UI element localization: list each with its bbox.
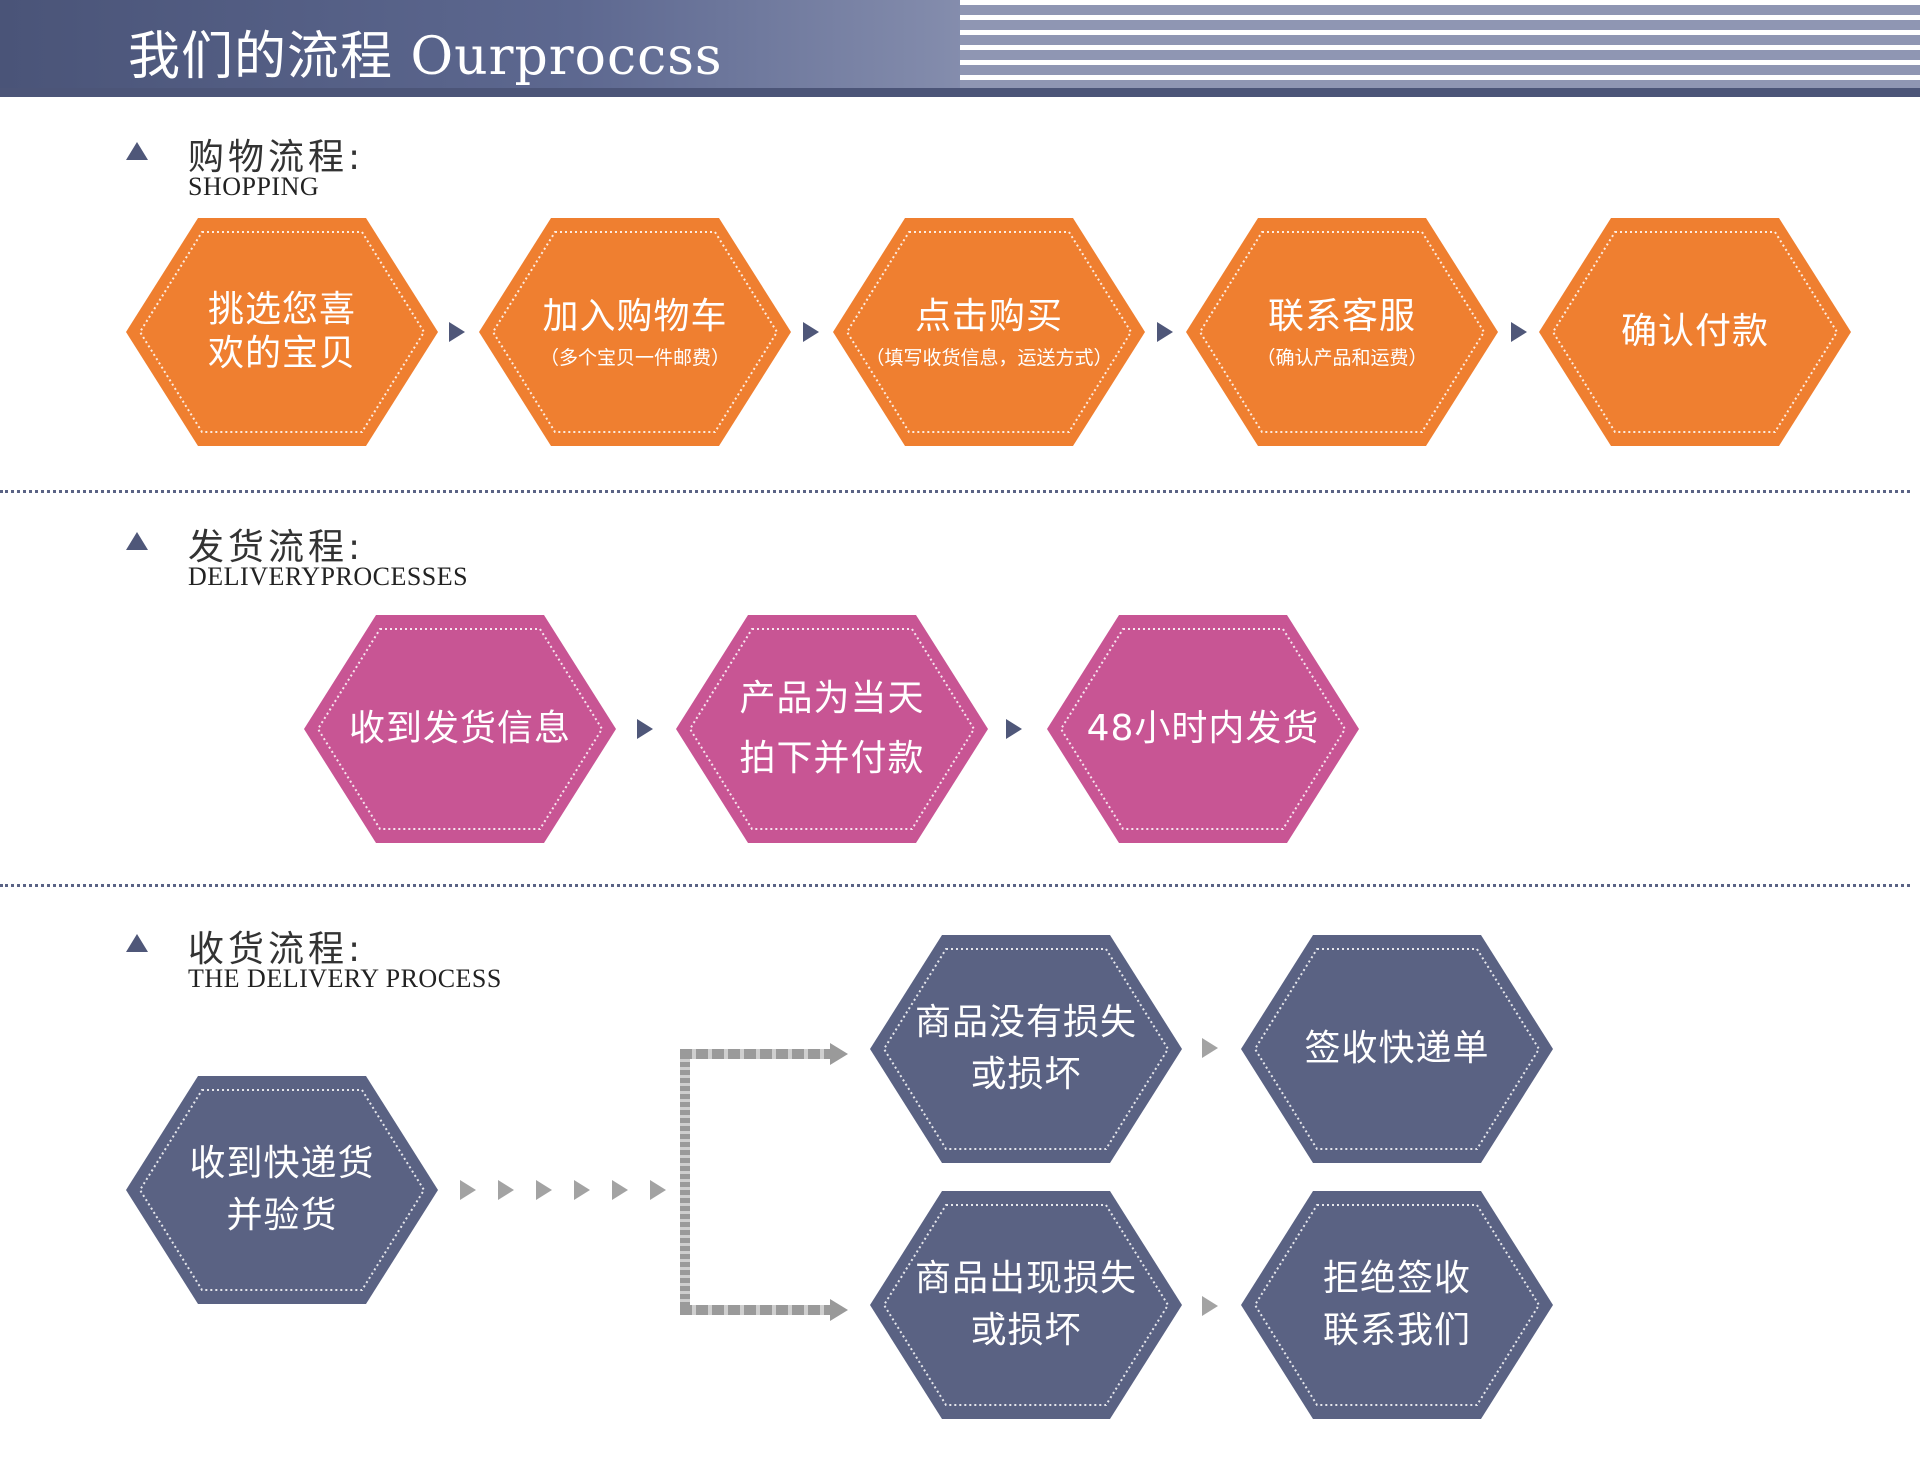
arrow-right-icon [830,1043,848,1065]
receiving-ok-step-2: 签收快递单 [1241,935,1553,1163]
hexagon-step [676,615,988,843]
triangle-bullet-icon [126,934,148,952]
arrow-right-icon [1202,1296,1218,1316]
section-title: 发货流程: [188,527,365,568]
hexagon-step [126,218,438,446]
step-label: 收到快递货 并验货 [189,1143,375,1236]
arrow-right-icon [449,322,465,342]
step-note: （确认产品和运费） [1256,346,1428,369]
step-label: 产品为当天 拍下并付款 [739,678,925,779]
arrow-right-icon [803,322,819,342]
step-label: 联系客服 [1267,295,1416,337]
delivery-step-2: 产品为当天 拍下并付款 [676,615,988,843]
arrow-right-icon [1157,322,1173,342]
step-label: 点击购买 [914,295,1063,337]
arrow-right-icon [498,1180,514,1200]
arrow-right-icon [1511,322,1527,342]
step-label: 商品没有损失 或损坏 [914,1002,1137,1095]
section-title: 收货流程: [188,929,365,970]
delivery-step-3: 48小时内发货 [1047,615,1359,843]
step-note: （多个宝贝一件邮费） [539,346,730,369]
branch-connector [680,1054,690,1310]
hexagon-step [870,935,1182,1163]
arrow-right-icon [1202,1038,1218,1058]
hexagon-step [1186,218,1498,446]
arrow-right-icon [637,719,653,739]
hexagon-step [833,218,1145,446]
hexagon-step [304,615,616,843]
receiving-damaged-step-2: 拒绝签收 联系我们 [1241,1191,1553,1419]
shopping-step-5: 确认付款 [1539,218,1851,446]
hexagon-step [1047,615,1359,843]
page-title: 我们的流程 Ourproccss [128,27,723,87]
step-label: 拒绝签收 联系我们 [1322,1258,1471,1351]
step-label: 挑选您喜 欢的宝贝 [207,289,356,374]
arrow-right-icon [650,1180,666,1200]
step-label: 收到发货信息 [348,708,571,749]
step-label: 签收快递单 [1304,1028,1490,1069]
arrow-right-icon [1006,719,1022,739]
arrow-right-icon [574,1180,590,1200]
branch-connector-top [680,1049,830,1059]
arrow-right-icon [536,1180,552,1200]
receiving-damaged-step-1: 商品出现损失 或损坏 [870,1191,1182,1419]
header-underline [0,88,1920,97]
hexagon-step [479,218,791,446]
hexagon-step [870,1191,1182,1419]
step-label: 商品出现损失 或损坏 [914,1258,1137,1351]
section-subtitle: SHOPPING [188,172,320,201]
branch-connector-bottom [680,1305,830,1315]
receiving-ok-step-1: 商品没有损失 或损坏 [870,935,1182,1163]
section-divider [0,490,1910,493]
header-stripes [960,0,1920,97]
step-note: （填写收货信息，运送方式） [865,346,1113,369]
section-title: 购物流程: [188,137,365,178]
section-subtitle: DELIVERYPROCESSES [188,562,469,591]
arrow-right-icon [830,1299,848,1321]
section-subtitle: THE DELIVERY PROCESS [188,964,502,993]
hexagon-step [1241,935,1553,1163]
shopping-step-4: 联系客服 （确认产品和运费） [1186,218,1498,446]
section-divider [0,884,1910,887]
receiving-start-step: 收到快递货 并验货 [126,1076,438,1304]
hexagon-step [126,1076,438,1304]
triangle-bullet-icon [126,532,148,550]
hexagon-step [1241,1191,1553,1419]
triangle-bullet-icon [126,142,148,160]
step-label: 48小时内发货 [1086,708,1320,749]
step-label: 加入购物车 [542,295,728,337]
arrow-right-icon [460,1180,476,1200]
shopping-step-1: 挑选您喜 欢的宝贝 [126,218,438,446]
delivery-step-1: 收到发货信息 [304,615,616,843]
shopping-step-2: 加入购物车 （多个宝贝一件邮费） [479,218,791,446]
step-label: 确认付款 [1620,311,1769,352]
hexagon-step [1539,218,1851,446]
arrow-right-icon [612,1180,628,1200]
shopping-step-3: 点击购买 （填写收货信息，运送方式） [833,218,1145,446]
